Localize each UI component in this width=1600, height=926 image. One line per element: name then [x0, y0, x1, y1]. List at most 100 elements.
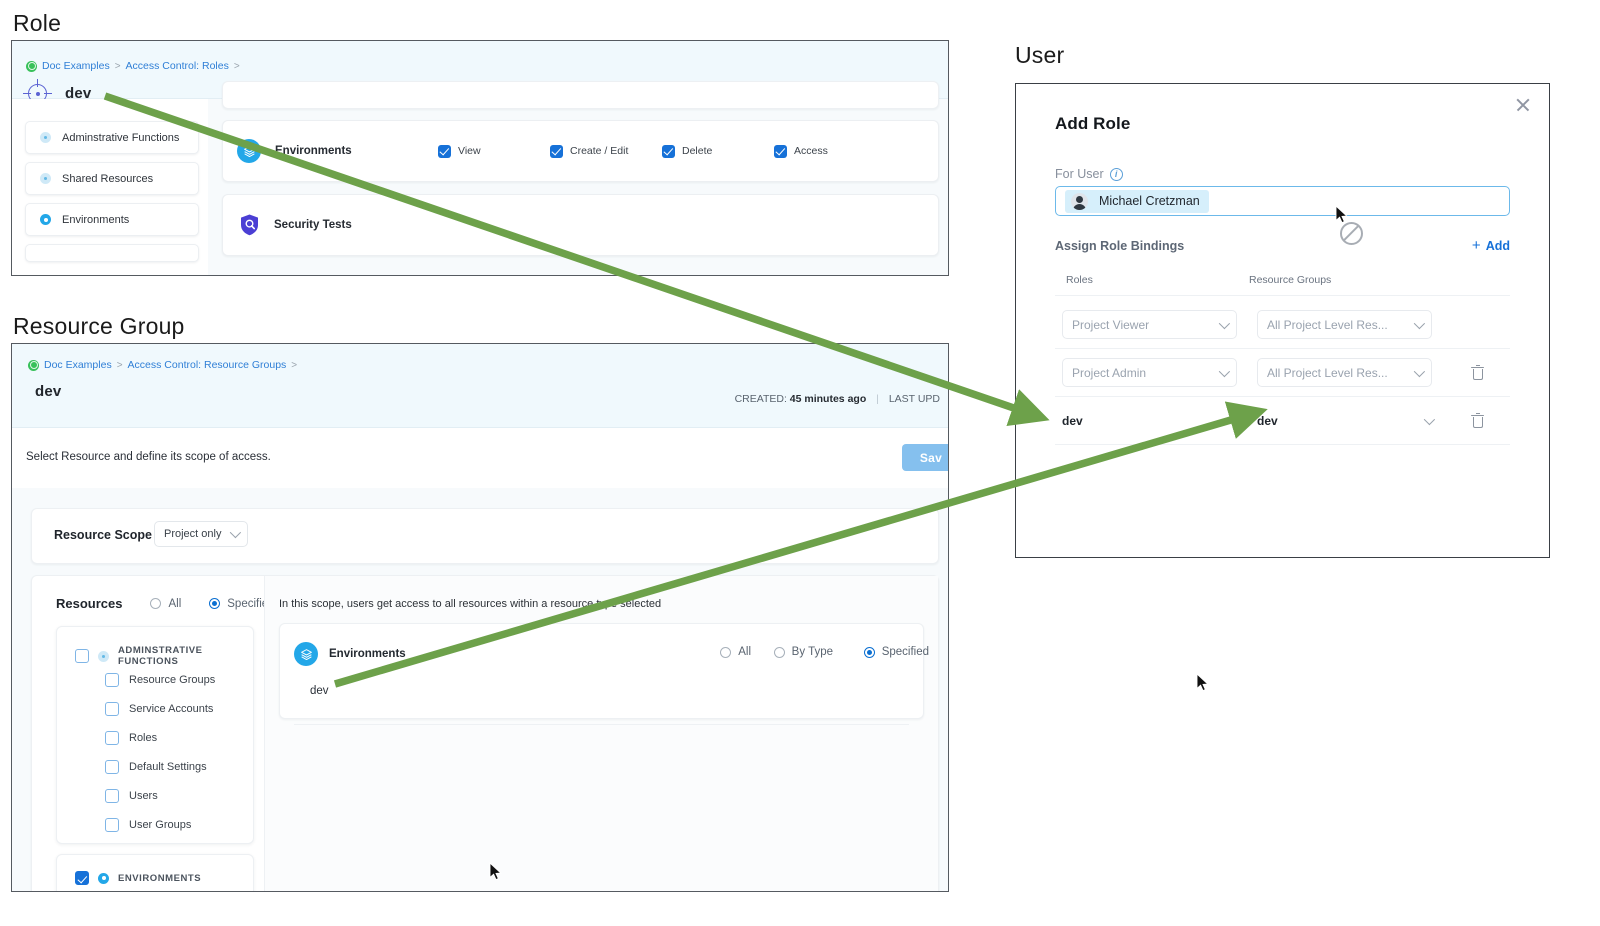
checkbox-view[interactable] — [438, 144, 451, 158]
save-button[interactable]: Sav — [902, 444, 948, 471]
list-item[interactable]: Default Settings — [105, 760, 207, 774]
assign-role-bindings-label: Assign Role Bindings — [1055, 239, 1185, 253]
checkbox-service-accounts[interactable] — [105, 702, 119, 716]
role-value: Project Viewer — [1072, 317, 1150, 332]
resources-radio-all[interactable]: All — [150, 598, 181, 610]
resource-scope-select[interactable]: Project only — [154, 521, 248, 547]
permission-view[interactable]: View — [438, 144, 550, 158]
delete-binding-row-3[interactable] — [1471, 413, 1484, 428]
role-select-row-3[interactable]: dev — [1062, 406, 1241, 435]
project-globe-icon — [26, 60, 37, 72]
scope-radio-specified[interactable]: Specified — [863, 646, 929, 658]
resource-tree-environments: ENVIRONMENTS — [56, 854, 254, 891]
breadcrumb-project[interactable]: Doc Examples — [44, 359, 112, 371]
scope-radio-all[interactable]: All — [720, 646, 751, 658]
radio-all-label: All — [738, 646, 751, 658]
for-user-input[interactable]: Michael Cretzman — [1055, 186, 1510, 216]
checkbox-environments[interactable] — [75, 871, 89, 885]
role-panel-body: Adminstrative Functions Shared Resources… — [12, 81, 948, 275]
table-row[interactable]: Security Tests — [222, 194, 939, 256]
resource-group-select-row-3[interactable]: dev — [1257, 406, 1436, 435]
table-row[interactable]: Environments View Create / Edit Delet — [222, 120, 939, 182]
permission-create-edit[interactable]: Create / Edit — [550, 144, 662, 158]
resource-scope-label: Resource Scope — [54, 528, 152, 542]
role-sidebar-list: Adminstrative Functions Shared Resources… — [25, 121, 199, 270]
resource-group-value: All Project Level Res... — [1267, 317, 1388, 332]
resources-radio-specified[interactable]: Specified — [209, 598, 275, 610]
checkbox-roles[interactable] — [105, 731, 119, 745]
breadcrumb[interactable]: Doc Examples > Access Control: Resource … — [28, 359, 297, 371]
permission-label: Delete — [682, 145, 713, 157]
scope-detail-note: In this scope, users get access to all r… — [279, 598, 662, 610]
list-item-label: Users — [129, 790, 158, 802]
breadcrumb-separator-2: > — [291, 359, 298, 371]
checkbox-access[interactable] — [774, 144, 787, 158]
list-item-label: Resource Groups — [129, 674, 216, 686]
list-item[interactable]: User Groups — [105, 818, 191, 832]
sidebar-item-label: Environments — [62, 213, 130, 226]
list-item[interactable]: Roles — [105, 731, 157, 745]
resources-card: Resources All Specified ADMIN — [31, 575, 939, 891]
role-select-row-2[interactable]: Project Admin — [1062, 358, 1237, 387]
sidebar-item-label: Shared Resources — [62, 172, 154, 185]
sidebar-item-label: Adminstrative Functions — [62, 131, 180, 144]
tree-group-administrative-functions[interactable]: ADMINSTRATIVE FUNCTIONS — [75, 645, 253, 667]
scope-radio-by-type[interactable]: By Type — [773, 646, 833, 658]
role-sidebar: Adminstrative Functions Shared Resources… — [12, 99, 209, 275]
page-cursor-right — [1196, 673, 1209, 692]
for-user-label-row: For User i — [1055, 167, 1123, 181]
delete-binding-row-2[interactable] — [1471, 365, 1484, 380]
resource-scope-value: Project only — [164, 528, 222, 540]
checkbox-administrative-functions[interactable] — [75, 649, 89, 663]
sidebar-item-partial[interactable] — [25, 244, 199, 262]
sidebar-item-environments[interactable]: Environments — [25, 203, 199, 236]
breadcrumb-section[interactable]: Access Control: Resource Groups — [127, 359, 287, 371]
sidebar-item-shared-resources[interactable]: Shared Resources — [25, 162, 199, 195]
page-cursor-left — [489, 862, 502, 881]
permission-label: Access — [794, 145, 828, 157]
role-value: Project Admin — [1072, 365, 1147, 380]
breadcrumb-section[interactable]: Access Control: Roles — [125, 60, 229, 72]
close-icon[interactable] — [1514, 96, 1532, 114]
permission-access[interactable]: Access — [774, 144, 886, 158]
environments-card-title: Environments — [329, 648, 406, 660]
list-item-label: Roles — [129, 732, 158, 744]
resource-group-select-row-1[interactable]: All Project Level Res... — [1257, 310, 1432, 339]
checkbox-user-groups[interactable] — [105, 818, 119, 832]
chevron-down-icon — [1413, 317, 1426, 329]
info-icon[interactable]: i — [1109, 167, 1123, 181]
resource-group-panel: Doc Examples > Access Control: Resource … — [11, 343, 949, 892]
breadcrumb[interactable]: Doc Examples > Access Control: Roles > — [26, 60, 240, 72]
role-row-partial-top — [222, 81, 939, 109]
section-caption-resource-group: Resource Group — [13, 313, 185, 339]
checkbox-create-edit[interactable] — [550, 144, 563, 158]
user-chip[interactable]: Michael Cretzman — [1065, 189, 1209, 213]
radio-by-type-icon — [773, 646, 785, 658]
resource-group-value: dev — [1257, 413, 1278, 428]
resource-group-select-row-2[interactable]: All Project Level Res... — [1257, 358, 1432, 387]
permission-delete[interactable]: Delete — [662, 144, 774, 158]
checkbox-users[interactable] — [105, 789, 119, 803]
dialog-title: Add Role — [1055, 114, 1131, 133]
chevron-down-icon — [1218, 365, 1231, 377]
permission-label: View — [458, 145, 481, 157]
breadcrumb-separator: > — [114, 60, 121, 72]
tree-group-environments[interactable]: ENVIRONMENTS — [75, 871, 201, 885]
role-select-row-1[interactable]: Project Viewer — [1062, 310, 1237, 339]
divider — [1055, 444, 1510, 445]
list-item[interactable]: Resource Groups — [105, 673, 215, 687]
add-binding-button[interactable]: + Add — [1472, 238, 1510, 253]
sidebar-item-administrative-functions[interactable]: Adminstrative Functions — [25, 121, 199, 154]
scope-item-dev[interactable]: dev — [310, 685, 329, 697]
checkbox-resource-groups[interactable] — [105, 673, 119, 687]
list-item[interactable]: Users — [105, 789, 158, 803]
resource-scope-card: Resource Scope Project only — [31, 508, 939, 564]
checkbox-delete[interactable] — [662, 144, 675, 158]
radio-all-icon — [720, 646, 732, 658]
list-item[interactable]: Service Accounts — [105, 702, 213, 716]
permission-label: Create / Edit — [570, 145, 629, 157]
section-caption-role: Role — [13, 10, 62, 36]
resource-tree-administrative-functions: ADMINSTRATIVE FUNCTIONS Resource Groups … — [56, 626, 254, 844]
breadcrumb-project[interactable]: Doc Examples — [42, 60, 110, 72]
checkbox-default-settings[interactable] — [105, 760, 119, 774]
